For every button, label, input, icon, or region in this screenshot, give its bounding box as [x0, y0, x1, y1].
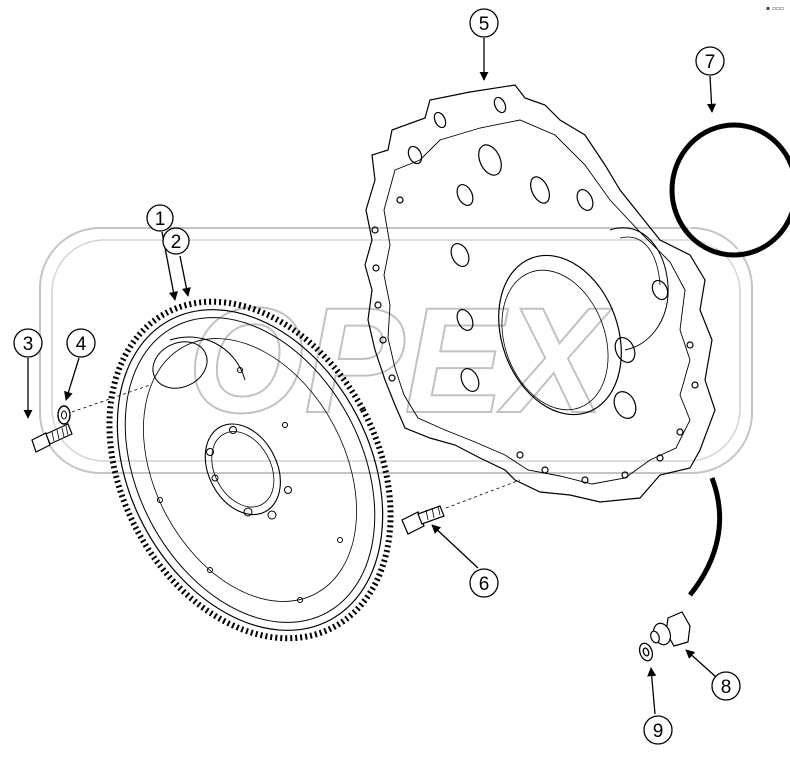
callout-7: 7	[695, 46, 725, 76]
plug-part-8	[650, 611, 691, 647]
washer-part-4	[57, 405, 71, 425]
leader-8	[685, 649, 717, 678]
corner-mark: ▪ ▫▫▫	[766, 5, 784, 12]
flywheel-ring-gear	[106, 298, 394, 642]
callout-1: 1	[146, 204, 174, 232]
leader-2	[179, 255, 191, 297]
bolt-6-guide-line	[445, 479, 521, 509]
callout-8: 8	[711, 671, 741, 701]
callout-4-label: 4	[76, 334, 87, 355]
callout-3-label: 3	[23, 334, 34, 355]
flywheel-housing	[364, 84, 716, 503]
callout-9-label: 9	[653, 721, 664, 742]
callout-7-label: 7	[705, 52, 716, 73]
callout-1-label: 1	[155, 209, 166, 230]
washer-part-9	[638, 642, 654, 662]
callout-2: 2	[162, 227, 190, 255]
leader-7	[707, 75, 717, 113]
callout-6: 6	[469, 568, 499, 598]
leader-6	[431, 524, 479, 569]
callout-2-label: 2	[171, 232, 182, 253]
seal-arc	[688, 477, 723, 597]
o-ring	[669, 122, 790, 258]
leader-4	[64, 357, 80, 401]
washer-guide-line	[71, 384, 151, 413]
callout-5-label: 5	[479, 14, 490, 35]
callout-3: 3	[13, 328, 43, 358]
callout-8-label: 8	[721, 677, 732, 698]
callout-5: 5	[469, 8, 499, 38]
bolt-part-6	[401, 505, 445, 535]
leader-9	[647, 667, 657, 715]
callout-9: 9	[643, 715, 673, 745]
bolt-part-3	[31, 423, 73, 453]
callout-4: 4	[66, 328, 96, 358]
callout-6-label: 6	[479, 574, 490, 595]
watermark-text: OPEX	[188, 276, 613, 444]
